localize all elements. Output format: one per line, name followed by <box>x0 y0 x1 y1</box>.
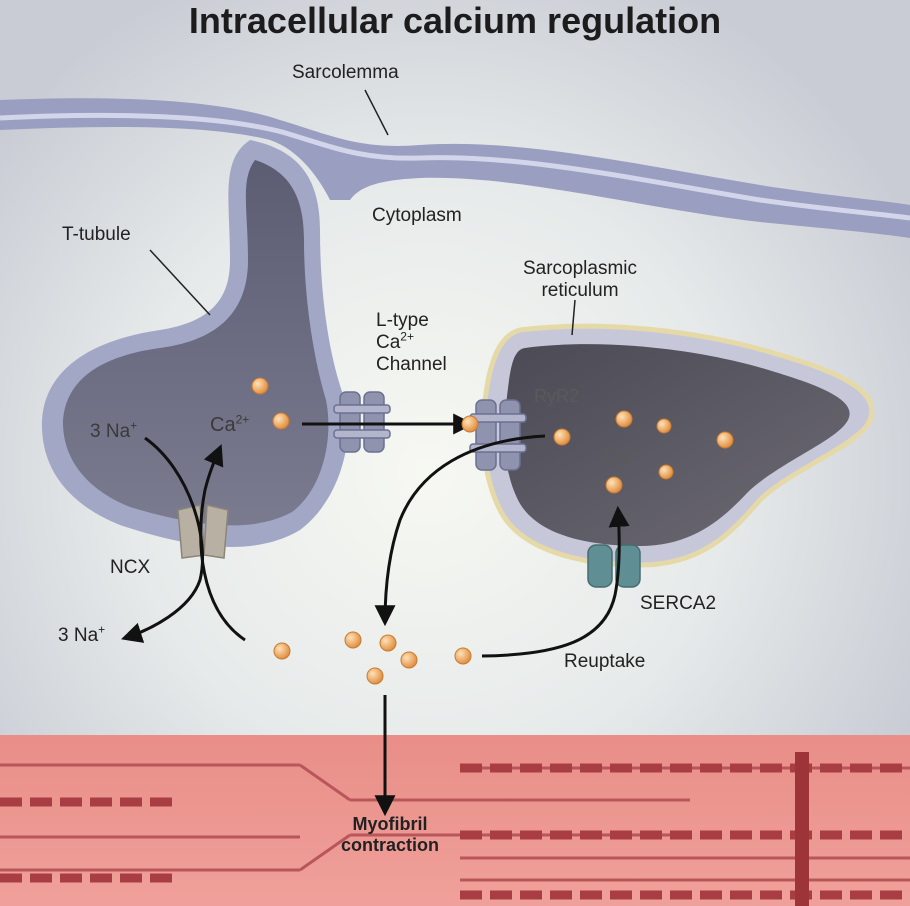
calcium-ion <box>553 428 571 446</box>
arrow-ryr2-release <box>374 434 546 627</box>
flow-arrows <box>121 413 630 817</box>
myofibril-band <box>0 735 910 906</box>
ryr2-channel <box>469 399 527 471</box>
label-sarcoplasmic-reticulum: Sarcoplasmic reticulum <box>515 258 645 302</box>
sarcolemma-highlight <box>0 112 910 221</box>
label-sr-line1: Sarcoplasmic <box>522 258 638 279</box>
label-sodium-out: 3 Na+ <box>58 622 106 646</box>
calcium-ion <box>454 647 472 665</box>
label-reuptake: Reuptake <box>564 651 646 672</box>
label-sarcolemma: Sarcolemma <box>292 62 399 83</box>
label-leaders <box>149 89 576 336</box>
calcium-ion <box>461 415 479 433</box>
arrow-sodium-out <box>121 436 204 643</box>
serca2-pump <box>587 544 641 588</box>
calcium-ion <box>366 667 384 685</box>
calcium-ion <box>400 651 418 669</box>
label-ryr2: RyR2 <box>534 386 580 406</box>
diagram-title: Intracellular calcium regulation <box>188 0 722 41</box>
label-myofibril-contraction: Myofibril contraction <box>320 814 460 855</box>
label-l-type-channel: L-type Ca2+ Channel <box>376 310 447 376</box>
calcium-ion <box>344 631 362 649</box>
label-l-type-line1: L-type <box>376 310 429 331</box>
calcium-ion <box>379 634 397 652</box>
label-myofibril-line1: Myofibril <box>352 814 428 834</box>
l-type-channel <box>333 391 391 453</box>
label-myofibril-line2: contraction <box>340 834 439 855</box>
label-cytoplasm: Cytoplasm <box>372 205 462 226</box>
label-calcium-ttubule: Ca2+ <box>210 412 250 436</box>
label-calcium-sr: Ca2+ <box>603 444 643 468</box>
label-l-type-line2: Ca2+ <box>376 329 414 353</box>
label-ncx: NCX <box>110 557 151 578</box>
label-sodium-in: 3 Na+ <box>90 418 138 442</box>
t-tubule-lumen <box>62 160 329 526</box>
label-sr-line2: reticulum <box>541 279 619 301</box>
calcium-ion <box>716 431 734 449</box>
calcium-ion <box>615 410 633 428</box>
calcium-ion <box>658 464 674 480</box>
label-t-tubule: T-tubule <box>62 224 131 245</box>
sarcolemma-membrane <box>0 98 910 239</box>
arrow-reuptake <box>481 505 630 658</box>
calcium-ion <box>272 412 290 430</box>
calcium-ion <box>273 642 291 660</box>
calcium-ion <box>605 476 623 494</box>
arrow-calcium-into-ttubule <box>199 444 246 642</box>
label-serca2: SERCA2 <box>640 593 717 614</box>
sr-lumen <box>504 344 850 546</box>
label-l-type-line3: Channel <box>376 353 447 375</box>
calcium-ion <box>656 418 672 434</box>
calcium-ion <box>251 377 269 395</box>
calcium-ions <box>251 377 734 685</box>
